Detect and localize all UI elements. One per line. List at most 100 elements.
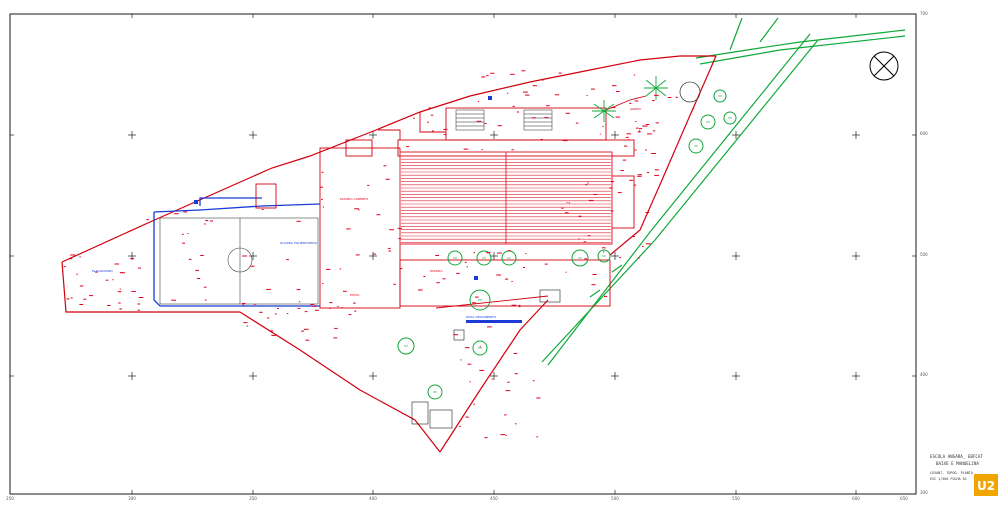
elevation-mark [511, 304, 517, 306]
elevation-mark [486, 75, 489, 77]
elevation-mark [473, 403, 475, 405]
elevation-mark [249, 265, 255, 267]
tick-label: 500 [920, 252, 928, 257]
elevation-mark [343, 290, 347, 292]
elevation-mark [119, 288, 121, 290]
elevation-mark [196, 278, 201, 279]
tick-label: 400 [920, 372, 928, 377]
elevation-mark [474, 296, 479, 298]
elevation-mark [565, 271, 567, 273]
elevation-mark [296, 289, 301, 291]
tick-label: 400 [369, 496, 377, 501]
elevation-mark [642, 125, 648, 127]
elevation-mark [542, 79, 544, 81]
elevation-mark [504, 414, 507, 416]
elevation-mark [583, 241, 587, 243]
elevation-mark [322, 283, 324, 284]
elevation-mark [427, 121, 429, 123]
grid-cross [852, 131, 860, 139]
elevation-mark [321, 198, 323, 200]
elevation-mark [645, 212, 650, 213]
elevation-mark [554, 94, 560, 96]
elevation-mark [481, 149, 483, 151]
elevation-mark [435, 255, 439, 256]
grid-cross [249, 372, 257, 380]
elevation-mark [339, 268, 341, 270]
elevation-mark [297, 307, 301, 309]
elevation-mark [269, 330, 274, 332]
elevation-mark [617, 192, 622, 194]
elevation-mark [642, 245, 644, 247]
elevation-mark [592, 274, 597, 275]
elevation-mark [271, 334, 276, 336]
elevation-mark [633, 74, 636, 76]
company-logo-icon: U2 [974, 474, 998, 496]
elevation-mark [301, 330, 305, 332]
elevation-mark [83, 298, 87, 300]
elevation-mark [484, 123, 487, 124]
elevation-mark [476, 120, 482, 122]
elevation-marks [63, 70, 695, 439]
elevation-mark [602, 125, 604, 127]
elevation-mark [588, 199, 594, 201]
grid-cross [490, 252, 498, 260]
elevation-mark [259, 311, 263, 313]
elevation-mark [387, 247, 391, 249]
elevation-mark [646, 172, 650, 173]
elevation-mark [610, 181, 615, 182]
elevation-mark [496, 274, 501, 276]
elevation-mark [138, 297, 144, 298]
elevation-mark [637, 257, 640, 259]
elevation-mark [645, 149, 647, 151]
grid-cross [732, 372, 740, 380]
elevation-mark [138, 267, 142, 269]
tick-label: 700 [920, 11, 928, 16]
elevation-mark [627, 139, 630, 141]
grid-cross [249, 252, 257, 260]
drawing-frame [9, 13, 917, 495]
grid-cross [611, 252, 619, 260]
elevation-mark [79, 304, 84, 305]
elevation-mark [566, 202, 568, 204]
elevation-mark [544, 117, 549, 119]
elevation-mark [642, 125, 645, 127]
tick-label: 450 [490, 496, 498, 501]
elevation-mark [505, 435, 507, 436]
elevation-mark [634, 149, 637, 151]
elevation-mark [655, 122, 659, 124]
elevation-mark [481, 76, 486, 78]
elevation-mark [114, 263, 119, 265]
grid-cross [249, 131, 257, 139]
elevation-mark [274, 313, 277, 315]
elevation-mark [652, 100, 655, 102]
elevation-mark [413, 117, 415, 119]
elevation-mark [591, 88, 595, 90]
elevation-mark [620, 170, 624, 171]
elevation-mark [651, 153, 657, 154]
elevation-mark [242, 304, 244, 306]
elevation-mark [558, 72, 562, 74]
elevation-mark [312, 305, 317, 307]
grid-cross [490, 131, 498, 139]
elevation-mark [562, 140, 568, 142]
elevation-mark [183, 211, 188, 213]
elevation-mark [693, 108, 695, 110]
tree [476, 250, 492, 266]
elevation-mark [443, 134, 447, 136]
well-circle [679, 81, 701, 103]
elevation-mark [507, 250, 511, 252]
elevation-mark [314, 309, 319, 311]
elevation-mark [266, 288, 271, 290]
tick-label: 600 [920, 131, 928, 136]
elevation-mark [182, 233, 184, 235]
elevation-mark [540, 139, 543, 140]
grid-cross [852, 252, 860, 260]
elevation-mark [603, 251, 605, 253]
elevation-mark [305, 339, 310, 341]
elevation-mark [536, 436, 539, 438]
elevation-mark [118, 302, 121, 304]
elevation-mark [473, 252, 475, 254]
tick-label: 300 [920, 490, 928, 495]
elevation-mark [467, 363, 472, 365]
elevation-mark [353, 302, 356, 304]
